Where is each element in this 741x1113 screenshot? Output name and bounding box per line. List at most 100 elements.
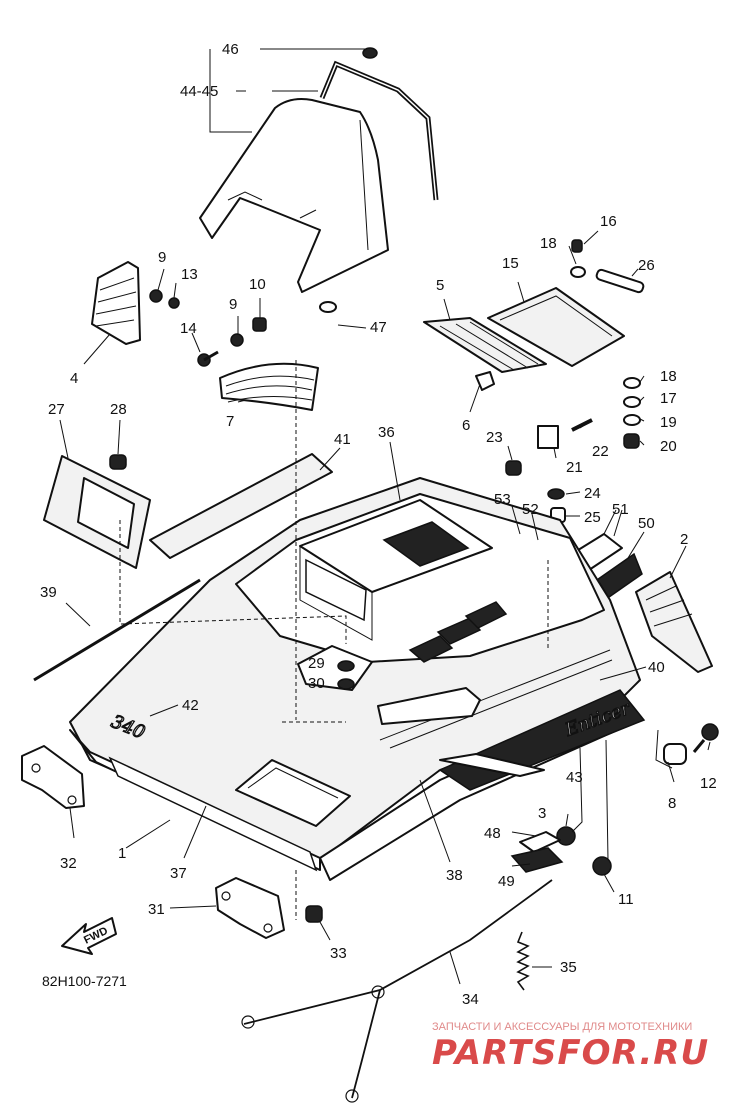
callout-42: 42: [182, 697, 199, 714]
callout-27: 27: [48, 401, 65, 418]
callout-30: 30: [308, 675, 325, 692]
callout-44-45: 44-45: [180, 83, 218, 100]
callout-52: 52: [522, 501, 539, 518]
callout-5: 5: [436, 277, 444, 294]
callout-7: 7: [226, 413, 234, 430]
diagram-code: 82H100-7271: [42, 973, 127, 989]
pad-part-49: [510, 847, 564, 873]
callout-10: 10: [249, 276, 266, 293]
stud-part-16: [571, 239, 583, 253]
callout-21: 21: [566, 459, 583, 476]
leader-lines: [59, 48, 711, 985]
bracket-part-21: [537, 425, 559, 449]
side-panel-part-2: [635, 571, 713, 673]
nut-part-3: [556, 826, 576, 846]
screw-part-14: [197, 350, 219, 367]
watermark-brand: PARTSFOR.RU: [432, 1033, 709, 1073]
callout-15: 15: [502, 255, 519, 272]
callout-18a: 18: [540, 235, 557, 252]
callout-49: 49: [498, 873, 515, 890]
callout-4: 4: [70, 370, 78, 387]
callout-51: 51: [612, 501, 629, 518]
callout-47: 47: [370, 319, 387, 336]
callout-13: 13: [181, 266, 198, 283]
callout-25: 25: [584, 509, 601, 526]
washer-part-19: [623, 414, 641, 426]
callout-33: 33: [330, 945, 347, 962]
vent-grille-part-7: [219, 362, 319, 411]
nut-part-9b: [230, 333, 244, 347]
pad-part-48: [519, 831, 561, 853]
nut-part-13: [168, 297, 180, 309]
rod-part-39: [33, 578, 201, 682]
callout-2: 2: [680, 531, 688, 548]
vent-grille-part-4: [91, 261, 141, 345]
callout-9b: 9: [229, 296, 237, 313]
callout-1: 1: [118, 845, 126, 862]
callout-24: 24: [584, 485, 601, 502]
callout-20: 20: [660, 438, 677, 455]
callout-34: 34: [462, 991, 479, 1008]
callout-18b: 18: [660, 368, 677, 385]
callout-38: 38: [446, 867, 463, 884]
callout-40: 40: [648, 659, 665, 676]
callout-26: 26: [638, 257, 655, 274]
top-plate-part-15: [487, 287, 625, 367]
callout-48: 48: [484, 825, 501, 842]
washer-part-24: [547, 488, 565, 500]
grommet-part-28: [109, 454, 127, 470]
grille-part-27: [43, 455, 151, 569]
callout-12: 12: [700, 775, 717, 792]
callout-43: 43: [566, 769, 583, 786]
bolt-part-22: [571, 418, 593, 432]
callout-28: 28: [110, 401, 127, 418]
callout-labels: 46 44-45 16 18 26 15 5 9 13 10 9 47 14 4…: [40, 41, 717, 1008]
windshield-trim-part: [319, 60, 439, 201]
callout-6: 6: [462, 417, 470, 434]
windshield-part: [199, 98, 389, 293]
callout-11: 11: [618, 891, 634, 908]
callout-36: 36: [378, 424, 395, 441]
callout-50: 50: [638, 515, 655, 532]
callout-29: 29: [308, 655, 325, 672]
nut-part-9a: [149, 289, 163, 303]
bushing-part-30: [337, 678, 355, 690]
hinge-part-31: [215, 877, 285, 939]
callout-19: 19: [660, 414, 677, 431]
trim-part-41: [149, 453, 333, 559]
callout-41: 41: [334, 431, 351, 448]
nut-part-10: [252, 317, 267, 332]
callout-31: 31: [148, 901, 165, 918]
bushing-part-8: [663, 743, 687, 765]
callout-17: 17: [660, 390, 677, 407]
washer-part-47: [319, 301, 337, 313]
nut-part-20: [623, 433, 640, 449]
bushing-part-29: [297, 645, 373, 691]
watermark: ЗАПЧАСТИ И АКСЕССУАРЫ ДЛЯ МОТОТЕХНИКИ PA…: [432, 1021, 709, 1073]
callout-32: 32: [60, 855, 77, 872]
spring-part-35: [516, 931, 530, 991]
callout-37: 37: [170, 865, 187, 882]
bolt-part-12: [692, 723, 719, 753]
washer-part-17: [623, 396, 641, 408]
grille-part-5: [423, 317, 547, 373]
washer-part-18a: [570, 266, 586, 278]
callout-8: 8: [668, 795, 676, 812]
callout-23: 23: [486, 429, 503, 446]
fwd-arrow: FWD: [61, 917, 117, 955]
callout-22: 22: [592, 443, 609, 460]
grommet-part-33: [305, 905, 323, 923]
callout-35: 35: [560, 959, 577, 976]
watermark-caption: ЗАПЧАСТИ И АКСЕССУАРЫ ДЛЯ МОТОТЕХНИКИ: [432, 1021, 692, 1033]
callout-14: 14: [180, 320, 197, 337]
hinge-part-32: [21, 745, 85, 809]
callout-3: 3: [538, 805, 546, 822]
grommet-part-46: [362, 47, 378, 59]
callout-46: 46: [222, 41, 239, 58]
callout-53: 53: [494, 491, 511, 508]
callout-39: 39: [40, 584, 57, 601]
callout-16: 16: [600, 213, 617, 230]
rod-part-26: [595, 268, 645, 294]
console-part-36: [235, 493, 605, 725]
